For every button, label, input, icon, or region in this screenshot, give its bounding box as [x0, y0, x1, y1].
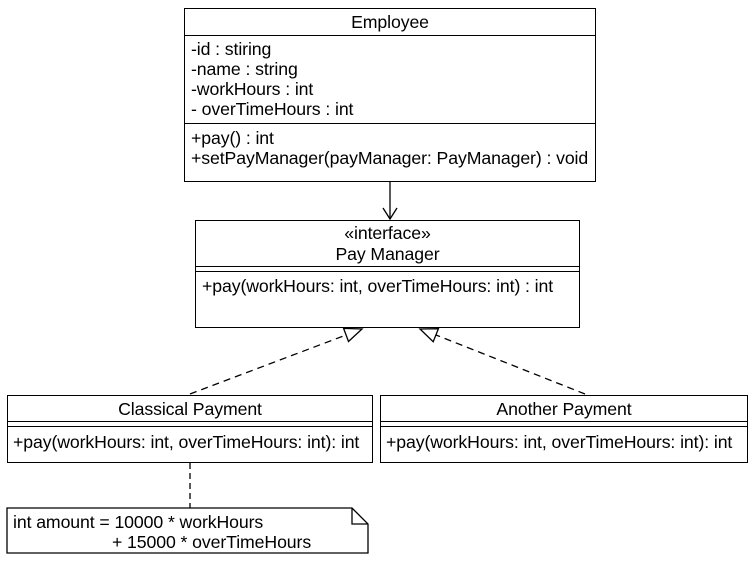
attributes-compartment-empty [196, 267, 579, 272]
open-arrowhead-icon [382, 207, 398, 221]
method: +pay(workHours: int, overTimeHours: int)… [386, 432, 733, 452]
methods-compartment: +pay(workHours: int, overTimeHours: int)… [196, 272, 579, 327]
class-title: Another Payment [381, 396, 747, 422]
class-classical-payment[interactable]: Classical Payment +pay(workHours: int, o… [7, 395, 373, 463]
attribute: - overTimeHours : int [191, 99, 354, 119]
hollow-triangle-arrowhead-icon [342, 327, 364, 343]
class-another-payment[interactable]: Another Payment +pay(workHours: int, ove… [380, 395, 748, 463]
note-shape[interactable] [6, 507, 369, 554]
class-title: Classical Payment [8, 396, 372, 422]
methods-compartment: +pay() : int +setPayManager(payManager: … [185, 124, 595, 181]
class-title: Pay Manager [335, 243, 440, 264]
method: +setPayManager(payManager: PayManager) :… [191, 148, 589, 168]
class-title: Employee [185, 9, 595, 36]
attributes-compartment-empty [8, 422, 372, 427]
method: +pay(workHours: int, overTimeHours: int)… [202, 276, 554, 296]
attributes-compartment-empty [381, 422, 747, 427]
attribute: -id : stiring [191, 39, 272, 59]
methods-compartment: +pay(workHours: int, overTimeHours: int)… [8, 427, 372, 462]
attributes-compartment: -id : stiring -name : string -workHours … [185, 36, 595, 124]
stereotype-label: «interface» [344, 222, 431, 243]
method: +pay(workHours: int, overTimeHours: int)… [13, 432, 360, 452]
interface-title: «interface» Pay Manager [196, 221, 579, 267]
methods-compartment: +pay(workHours: int, overTimeHours: int)… [381, 427, 747, 462]
realization-line-classical-to-paymanager[interactable] [189, 334, 347, 395]
interface-pay-manager[interactable]: «interface» Pay Manager +pay(workHours: … [195, 220, 580, 328]
note: int amount = 10000 * workHours + 15000 *… [7, 509, 359, 552]
note-line: + 15000 * overTimeHours [112, 532, 312, 552]
method: +pay() : int [191, 128, 274, 148]
note-fold-corner-icon [351, 508, 368, 525]
class-employee[interactable]: Employee -id : stiring -name : string -w… [184, 8, 596, 182]
attribute: -name : string [191, 59, 298, 79]
note-line: int amount = 10000 * workHours [13, 512, 264, 532]
attribute: -workHours : int [191, 79, 314, 99]
hollow-triangle-arrowhead-icon [418, 328, 440, 343]
realization-line-another-to-paymanager[interactable] [435, 334, 586, 395]
